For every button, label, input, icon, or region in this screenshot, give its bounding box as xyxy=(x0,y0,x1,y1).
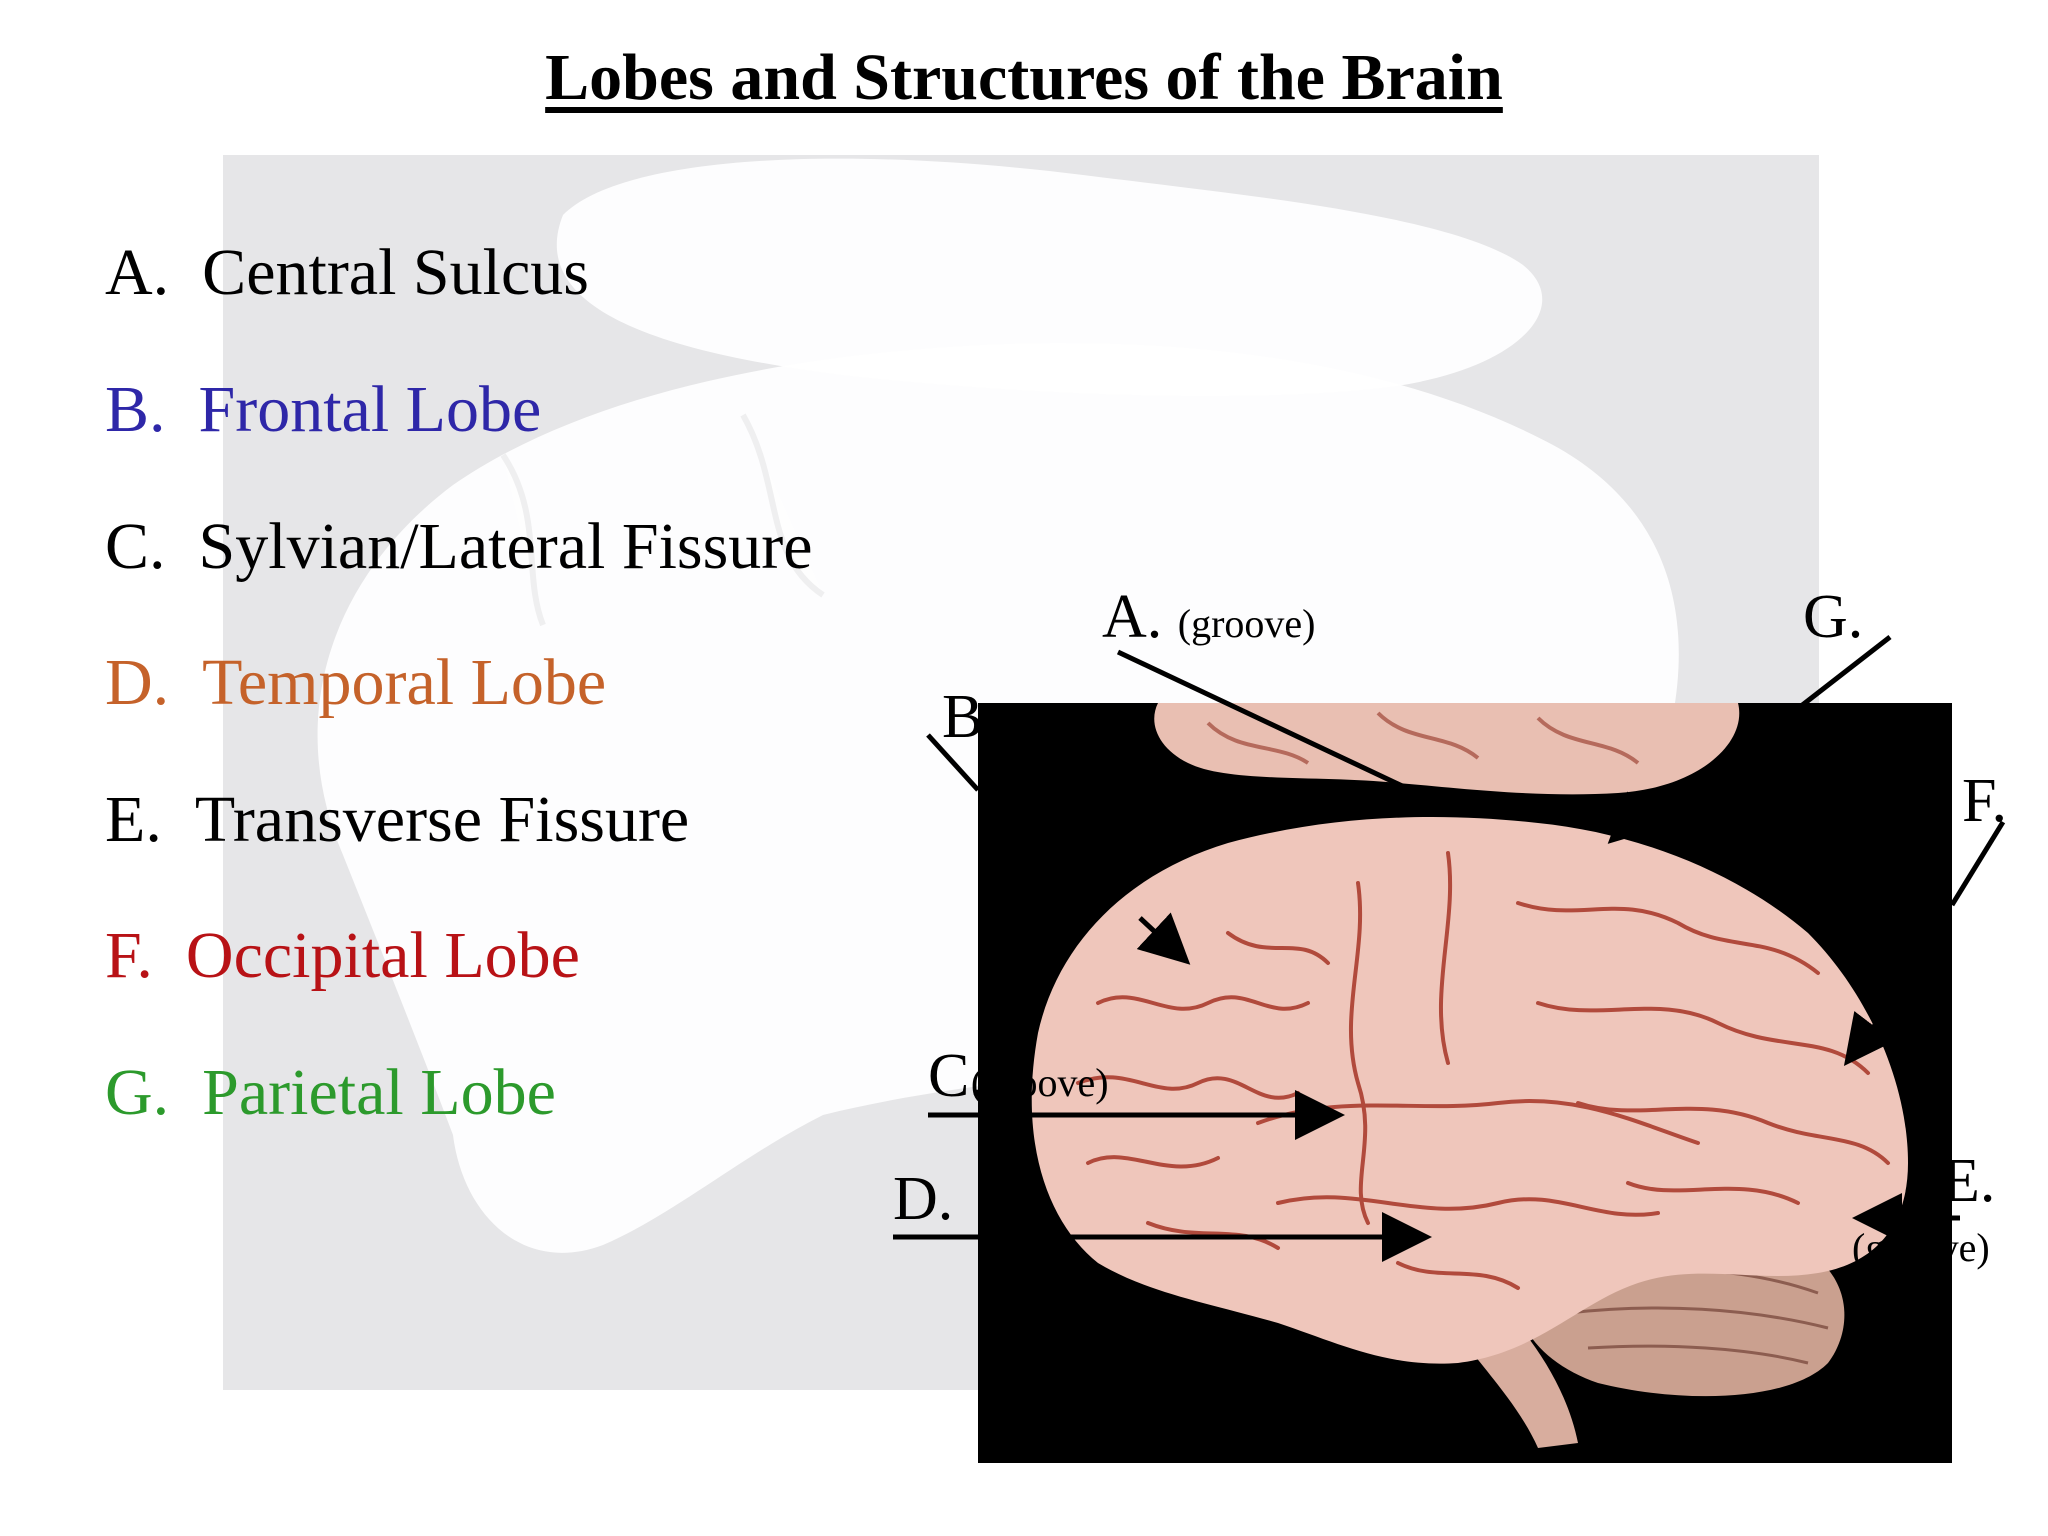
arrow-f-inner xyxy=(1843,1006,1895,1066)
label-f-letter: F. xyxy=(1961,770,2007,832)
page-title: Lobes and Structures of the Brain xyxy=(545,41,1503,114)
arrow-g-inner xyxy=(1607,791,1662,844)
arrow-b-outer xyxy=(926,733,980,792)
label-e: E. xyxy=(1942,1147,1996,1215)
arrow-a xyxy=(1116,649,1434,803)
label-c-note: (groove) xyxy=(970,1060,1109,1105)
label-c: C.(groove) xyxy=(928,1045,1109,1107)
label-d: D. xyxy=(893,1165,954,1233)
label-a-note: (groove) xyxy=(1177,601,1316,646)
label-c-letter: C. xyxy=(928,1042,985,1110)
label-b: B. xyxy=(942,686,978,748)
label-a: A. (groove) xyxy=(1102,586,1316,648)
label-g: G. xyxy=(1803,583,1864,651)
arrow-b-inner xyxy=(1136,912,1191,965)
sulci-pattern xyxy=(1076,851,1890,1290)
cerebrum xyxy=(1031,817,1908,1364)
top-brain-slice xyxy=(1154,703,1740,795)
label-e-note: (groove) xyxy=(1852,1225,1990,1270)
brain-illustration xyxy=(1031,703,1908,1448)
brain-photo xyxy=(978,703,1952,1463)
label-a-letter: A. xyxy=(1102,583,1163,651)
arrow-f-outer xyxy=(1949,820,2006,907)
label-f: F. xyxy=(1952,770,2007,832)
arrow-g xyxy=(1678,635,1892,802)
